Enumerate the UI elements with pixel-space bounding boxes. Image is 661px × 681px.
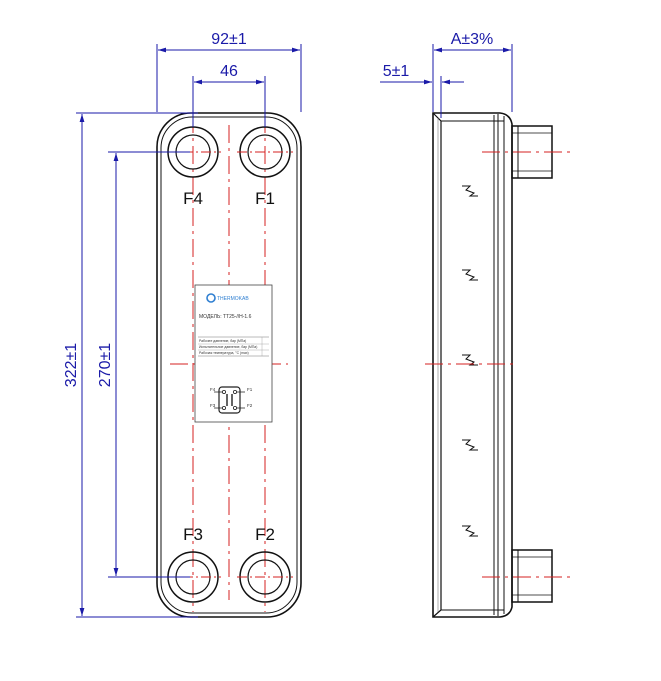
dim-port-distance-label: 270±1 — [97, 343, 114, 387]
dim-port-spacing-label: 46 — [220, 63, 238, 80]
nozzle-bottom — [511, 549, 553, 603]
mini-flow-diagram-icon — [214, 386, 245, 414]
front-view: F4 F1 F3 F2 92±1 46 322±1 270±1 THERMOKA… — [63, 31, 302, 618]
dim-width-label: 92±1 — [211, 31, 247, 48]
brand-logo-icon — [206, 293, 216, 303]
side-front-plate — [432, 112, 442, 618]
port-f1 — [237, 126, 293, 178]
mini-port-f2: F2 — [247, 403, 253, 408]
plate-outline — [156, 112, 302, 618]
side-body-outline — [432, 112, 513, 618]
nameplate: THERMOKAB МОДЕЛЬ: ТТ25-//Н-1.6 Рабочее д… — [194, 284, 273, 423]
nameplate-brand: THERMOKAB — [217, 296, 249, 302]
port-label-f1: F1 — [255, 189, 275, 208]
side-view: A±3% 5±1 — [380, 31, 570, 618]
mini-port-f1: F1 — [247, 387, 253, 392]
port-label-f2: F2 — [255, 525, 275, 544]
mini-port-f4: F4 — [210, 387, 216, 392]
plate-inner-outline — [160, 116, 298, 614]
mini-port-f3: F3 — [210, 403, 216, 408]
port-label-f3: F3 — [183, 525, 203, 544]
break-marks — [462, 185, 478, 537]
nameplate-model: МОДЕЛЬ: ТТ25-//Н-1.6 — [199, 314, 252, 320]
nameplate-row-3: Рабочая температура, °С (max) — [199, 351, 249, 355]
dim-plate-label: 5±1 — [383, 63, 410, 80]
port-label-f4: F4 — [183, 189, 203, 208]
nameplate-row-1: Рабочее давление, бар (МПа) — [199, 339, 246, 343]
nameplate-row-2: Испытательное давление, бар (МПа) — [199, 345, 257, 349]
dim-thickness-label: A±3% — [451, 31, 494, 48]
dim-height-label: 322±1 — [63, 343, 80, 387]
port-f2 — [237, 551, 293, 603]
